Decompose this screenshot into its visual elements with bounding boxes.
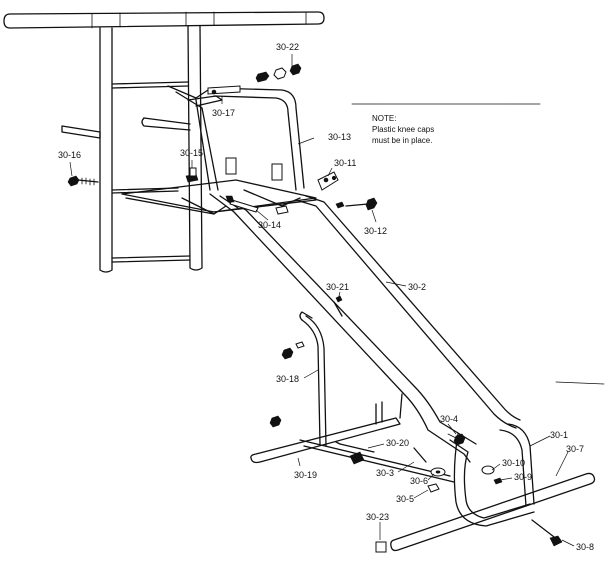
leader-lines <box>69 54 575 547</box>
hardware-30-3 <box>413 447 427 463</box>
rear-base-bar-30-19 <box>250 417 455 483</box>
label-30-7: 30-7 <box>566 444 584 454</box>
rear-leg-30-18 <box>299 311 327 447</box>
label-30-8: 30-8 <box>576 542 594 552</box>
assembly-note: NOTE: Plastic knee caps must be in place… <box>372 114 434 145</box>
label-30-21: 30-21 <box>326 282 349 292</box>
label-30-23: 30-23 <box>366 512 389 522</box>
hardware-30-22 <box>255 63 302 83</box>
label-30-12: 30-12 <box>364 226 387 236</box>
label-30-2: 30-2 <box>408 282 426 292</box>
label-30-19: 30-19 <box>294 470 317 480</box>
support-posts <box>375 393 403 425</box>
label-30-14: 30-14 <box>258 220 281 230</box>
label-30-6: 30-6 <box>410 476 428 486</box>
part-callouts: 30-22 30-17 30-13 30-15 30-11 30-16 30-1… <box>58 42 594 552</box>
upper-cross-frame <box>121 157 317 215</box>
hardware-30-14 <box>225 195 289 215</box>
label-30-16: 30-16 <box>58 150 81 160</box>
hardware-30-21 <box>333 295 343 317</box>
hardware-30-6 <box>430 467 446 477</box>
hardware-30-15 <box>185 167 199 183</box>
hardware-30-5 <box>427 483 440 493</box>
note-heading: NOTE: <box>372 114 396 123</box>
top-handle-bar <box>3 11 325 29</box>
label-30-9: 30-9 <box>514 472 532 482</box>
slide-track-rail <box>209 193 521 463</box>
left-side-arm <box>61 117 191 139</box>
hardware-30-18-nut <box>281 341 305 360</box>
label-30-3: 30-3 <box>376 468 394 478</box>
label-30-17: 30-17 <box>212 108 235 118</box>
hardware-30-19-nut <box>269 415 282 428</box>
note-rules <box>351 103 605 385</box>
backrest-handle-loop <box>167 85 305 191</box>
label-30-22: 30-22 <box>276 42 299 52</box>
hardware-30-10 <box>481 465 503 485</box>
label-30-20: 30-20 <box>386 438 409 448</box>
label-30-1: 30-1 <box>550 430 568 440</box>
hardware-30-4 <box>447 433 466 446</box>
hardware-30-20-bolt <box>335 441 375 465</box>
hardware-30-11 <box>317 171 339 191</box>
front-base-bar-30-7 <box>390 472 596 552</box>
hardware-30-17 <box>207 85 241 95</box>
label-30-15: 30-15 <box>180 148 203 158</box>
note-line-2: must be in place. <box>372 136 432 145</box>
hardware-30-12 <box>335 197 378 211</box>
label-30-4: 30-4 <box>440 414 458 424</box>
label-30-18: 30-18 <box>276 374 299 384</box>
label-30-10: 30-10 <box>502 458 525 468</box>
front-leg-30-1 <box>449 423 535 527</box>
label-30-11: 30-11 <box>334 158 356 168</box>
hardware-30-8 <box>531 519 563 547</box>
hardware-30-23 <box>375 541 387 553</box>
hardware-30-16 <box>67 175 99 187</box>
label-30-5: 30-5 <box>396 494 414 504</box>
note-line-1: Plastic knee caps <box>372 125 434 134</box>
label-30-13: 30-13 <box>328 132 351 142</box>
